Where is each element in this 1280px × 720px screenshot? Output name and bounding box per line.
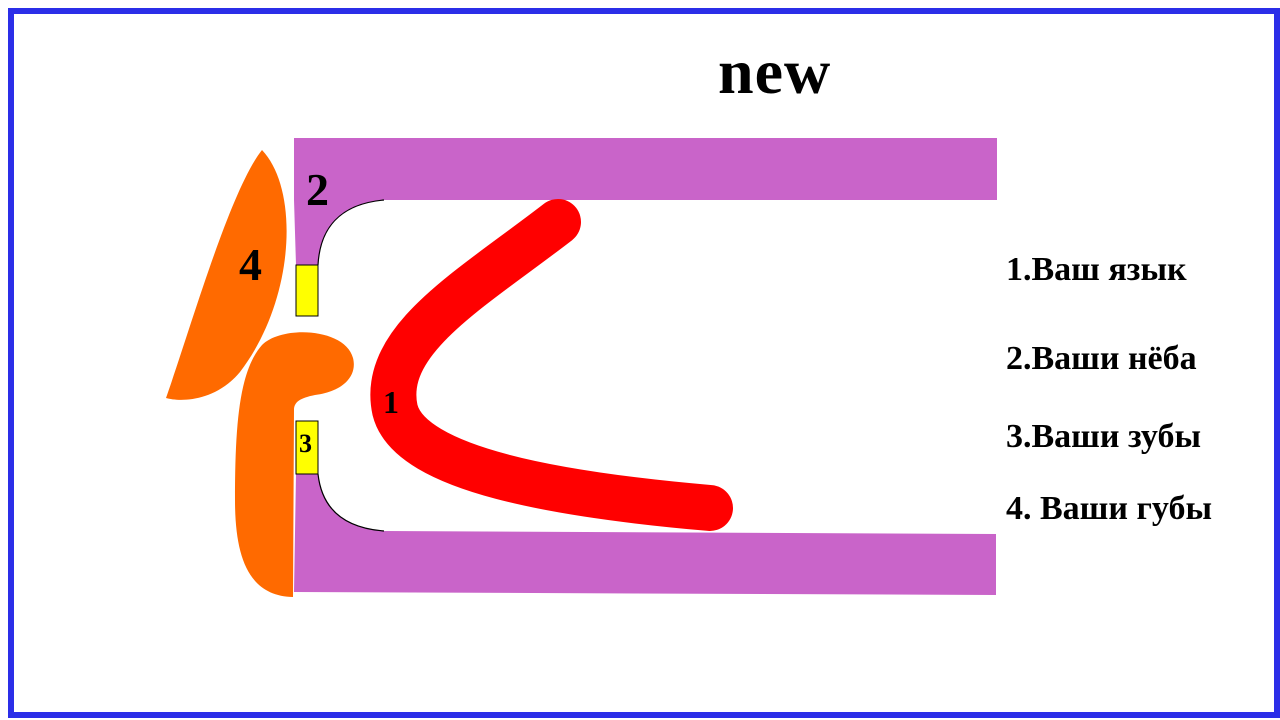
lower-palate-curve [317,473,385,532]
legend-item-teeth: 3.Ваши зубы [1006,418,1202,455]
upper-palate-shape [294,138,997,265]
palate-number-label: 2 [306,164,329,215]
slide-title: new [718,36,832,107]
lower-palate-shape [294,474,996,595]
upper-tooth [295,264,319,317]
lips-number-label: 4 [239,239,262,290]
tongue-shape [370,199,733,531]
upper-palate-curve [317,199,385,266]
teeth-number-label: 3 [299,429,312,458]
legend-item-tongue: 1.Ваш язык [1006,251,1187,288]
lower-tooth [295,420,319,475]
legend-item-palate: 2.Ваши нёба [1006,340,1197,377]
legend-item-lips: 4. Ваши губы [1006,490,1213,527]
tongue-number-label: 1 [383,384,399,420]
upper-lip-shape [166,150,287,400]
lower-lip-shape [235,332,354,597]
